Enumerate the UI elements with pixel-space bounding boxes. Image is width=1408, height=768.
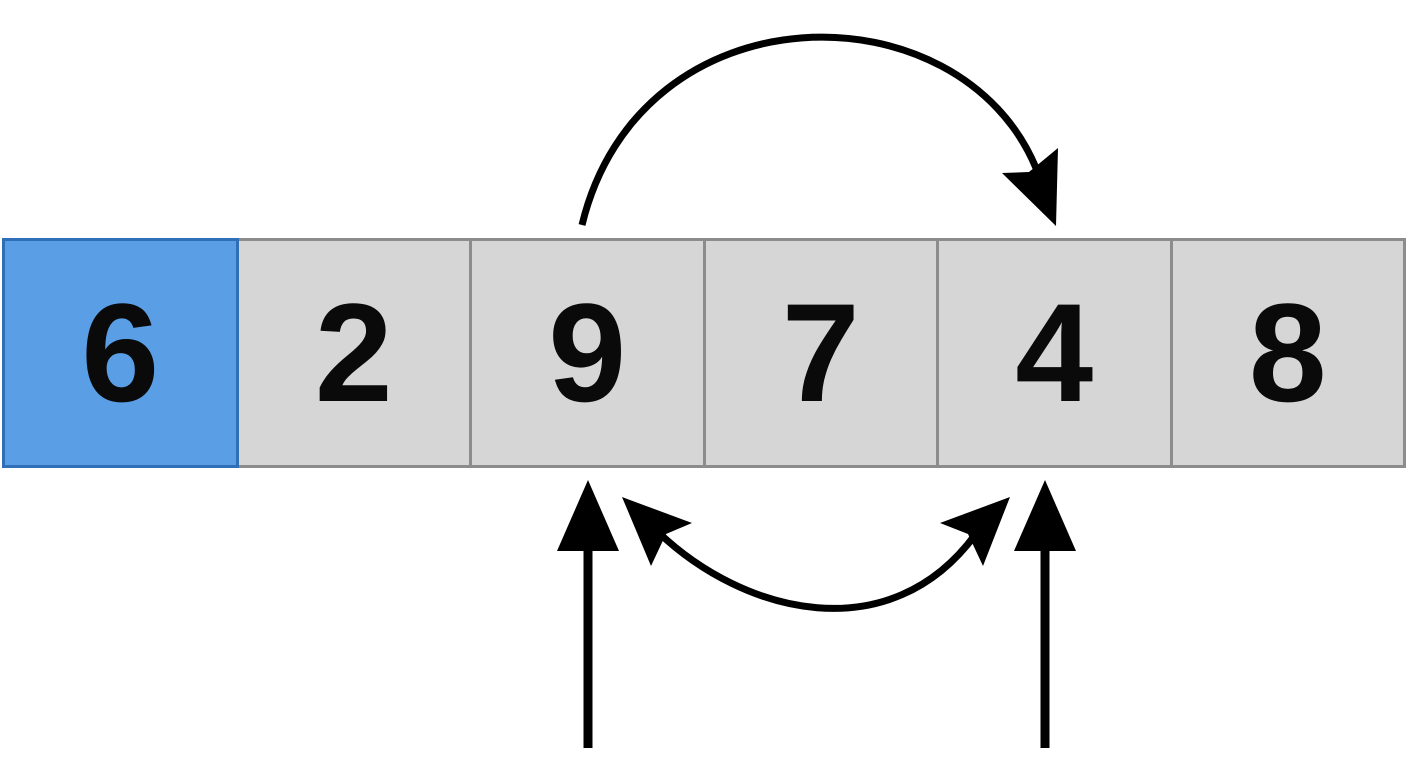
swap-arc-right-arrowhead xyxy=(940,497,1010,566)
array-row: 6 2 9 7 4 8 xyxy=(2,238,1406,468)
left-pointer-arrowhead xyxy=(557,480,619,551)
array-cell: 9 xyxy=(469,238,706,468)
array-cell-pivot: 6 xyxy=(2,238,239,468)
right-pointer-arrowhead xyxy=(1014,480,1076,551)
array-cell: 7 xyxy=(702,238,939,468)
top-arc-arrowhead xyxy=(1002,148,1058,226)
array-cell: 8 xyxy=(1169,238,1406,468)
array-cell: 4 xyxy=(936,238,1173,468)
swap-arc-arrow xyxy=(655,529,978,612)
swap-arc-left-arrowhead xyxy=(622,497,692,566)
top-arc-arrow xyxy=(578,33,1040,226)
array-cell: 2 xyxy=(235,238,472,468)
